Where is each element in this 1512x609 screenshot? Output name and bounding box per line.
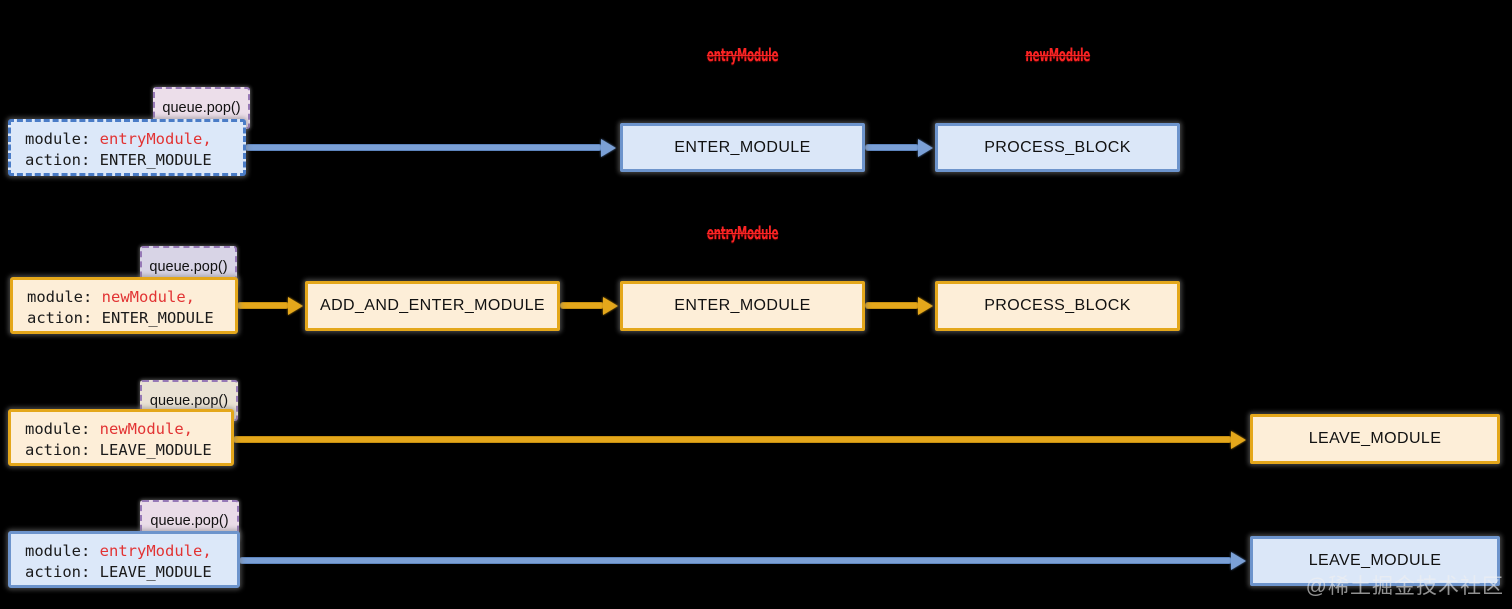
step-label: PROCESS_BLOCK bbox=[984, 138, 1131, 156]
arrow-row2-to-add bbox=[238, 296, 303, 315]
step-label: LEAVE_MODULE bbox=[1308, 430, 1442, 447]
step-box-leave-module-row4: LEAVE_MODULE bbox=[1250, 536, 1500, 586]
code-line-action: action: ENTER_MODULE bbox=[25, 151, 212, 169]
code-line-action: action: LEAVE_MODULE bbox=[25, 441, 212, 459]
code-line-module: module: entryModule, bbox=[25, 130, 212, 148]
annotation-entry-module-row1: entryModule bbox=[706, 45, 779, 66]
annotation-entry-module-row2: entryModule bbox=[706, 223, 779, 244]
queue-item-box-row1: module: entryModule, action: ENTER_MODUL… bbox=[8, 119, 246, 176]
step-box-enter-module-row2: ENTER_MODULE bbox=[620, 281, 865, 331]
step-label: ADD_AND_ENTER_MODULE bbox=[320, 297, 545, 314]
step-label: ENTER_MODULE bbox=[674, 297, 811, 314]
step-box-process-block-row1: PROCESS_BLOCK bbox=[935, 123, 1180, 172]
queue-item-box-row4: module: entryModule, action: LEAVE_MODUL… bbox=[8, 531, 240, 588]
step-label: ENTER_MODULE bbox=[674, 138, 811, 156]
code-line-action: action: LEAVE_MODULE bbox=[25, 563, 212, 581]
queue-pop-label: queue.pop() bbox=[149, 258, 228, 275]
queue-item-box-row2: module: newModule, action: ENTER_MODULE bbox=[10, 277, 238, 334]
step-label: PROCESS_BLOCK bbox=[984, 297, 1131, 314]
step-box-leave-module-row3: LEAVE_MODULE bbox=[1250, 414, 1500, 464]
code-line-module: module: newModule, bbox=[27, 288, 195, 306]
annotation-new-module-row1: newModule bbox=[1025, 45, 1090, 66]
arrow-row4-to-leave bbox=[240, 551, 1246, 570]
arrow-row2-to-process bbox=[866, 296, 933, 315]
juejin-watermark: @稀土掘金技术社区 bbox=[1305, 575, 1504, 598]
queue-item-box-row3: module: newModule, action: LEAVE_MODULE bbox=[8, 409, 234, 466]
step-box-add-and-enter-module-row2: ADD_AND_ENTER_MODULE bbox=[305, 281, 560, 331]
arrow-row2-to-enter bbox=[561, 296, 618, 315]
code-line-module: module: newModule, bbox=[25, 420, 193, 438]
queue-pop-label: queue.pop() bbox=[149, 392, 229, 409]
arrow-row1-to-enter bbox=[246, 138, 616, 157]
code-line-action: action: ENTER_MODULE bbox=[27, 309, 214, 327]
arrow-row3-to-leave bbox=[234, 430, 1246, 449]
arrow-row1-to-process bbox=[866, 138, 933, 157]
step-box-process-block-row2: PROCESS_BLOCK bbox=[935, 281, 1180, 331]
queue-pop-label: queue.pop() bbox=[150, 512, 229, 529]
code-line-module: module: entryModule, bbox=[25, 542, 212, 560]
step-box-enter-module-row1: ENTER_MODULE bbox=[620, 123, 865, 172]
step-label: LEAVE_MODULE bbox=[1308, 552, 1442, 569]
queue-pop-label: queue.pop() bbox=[162, 100, 241, 116]
